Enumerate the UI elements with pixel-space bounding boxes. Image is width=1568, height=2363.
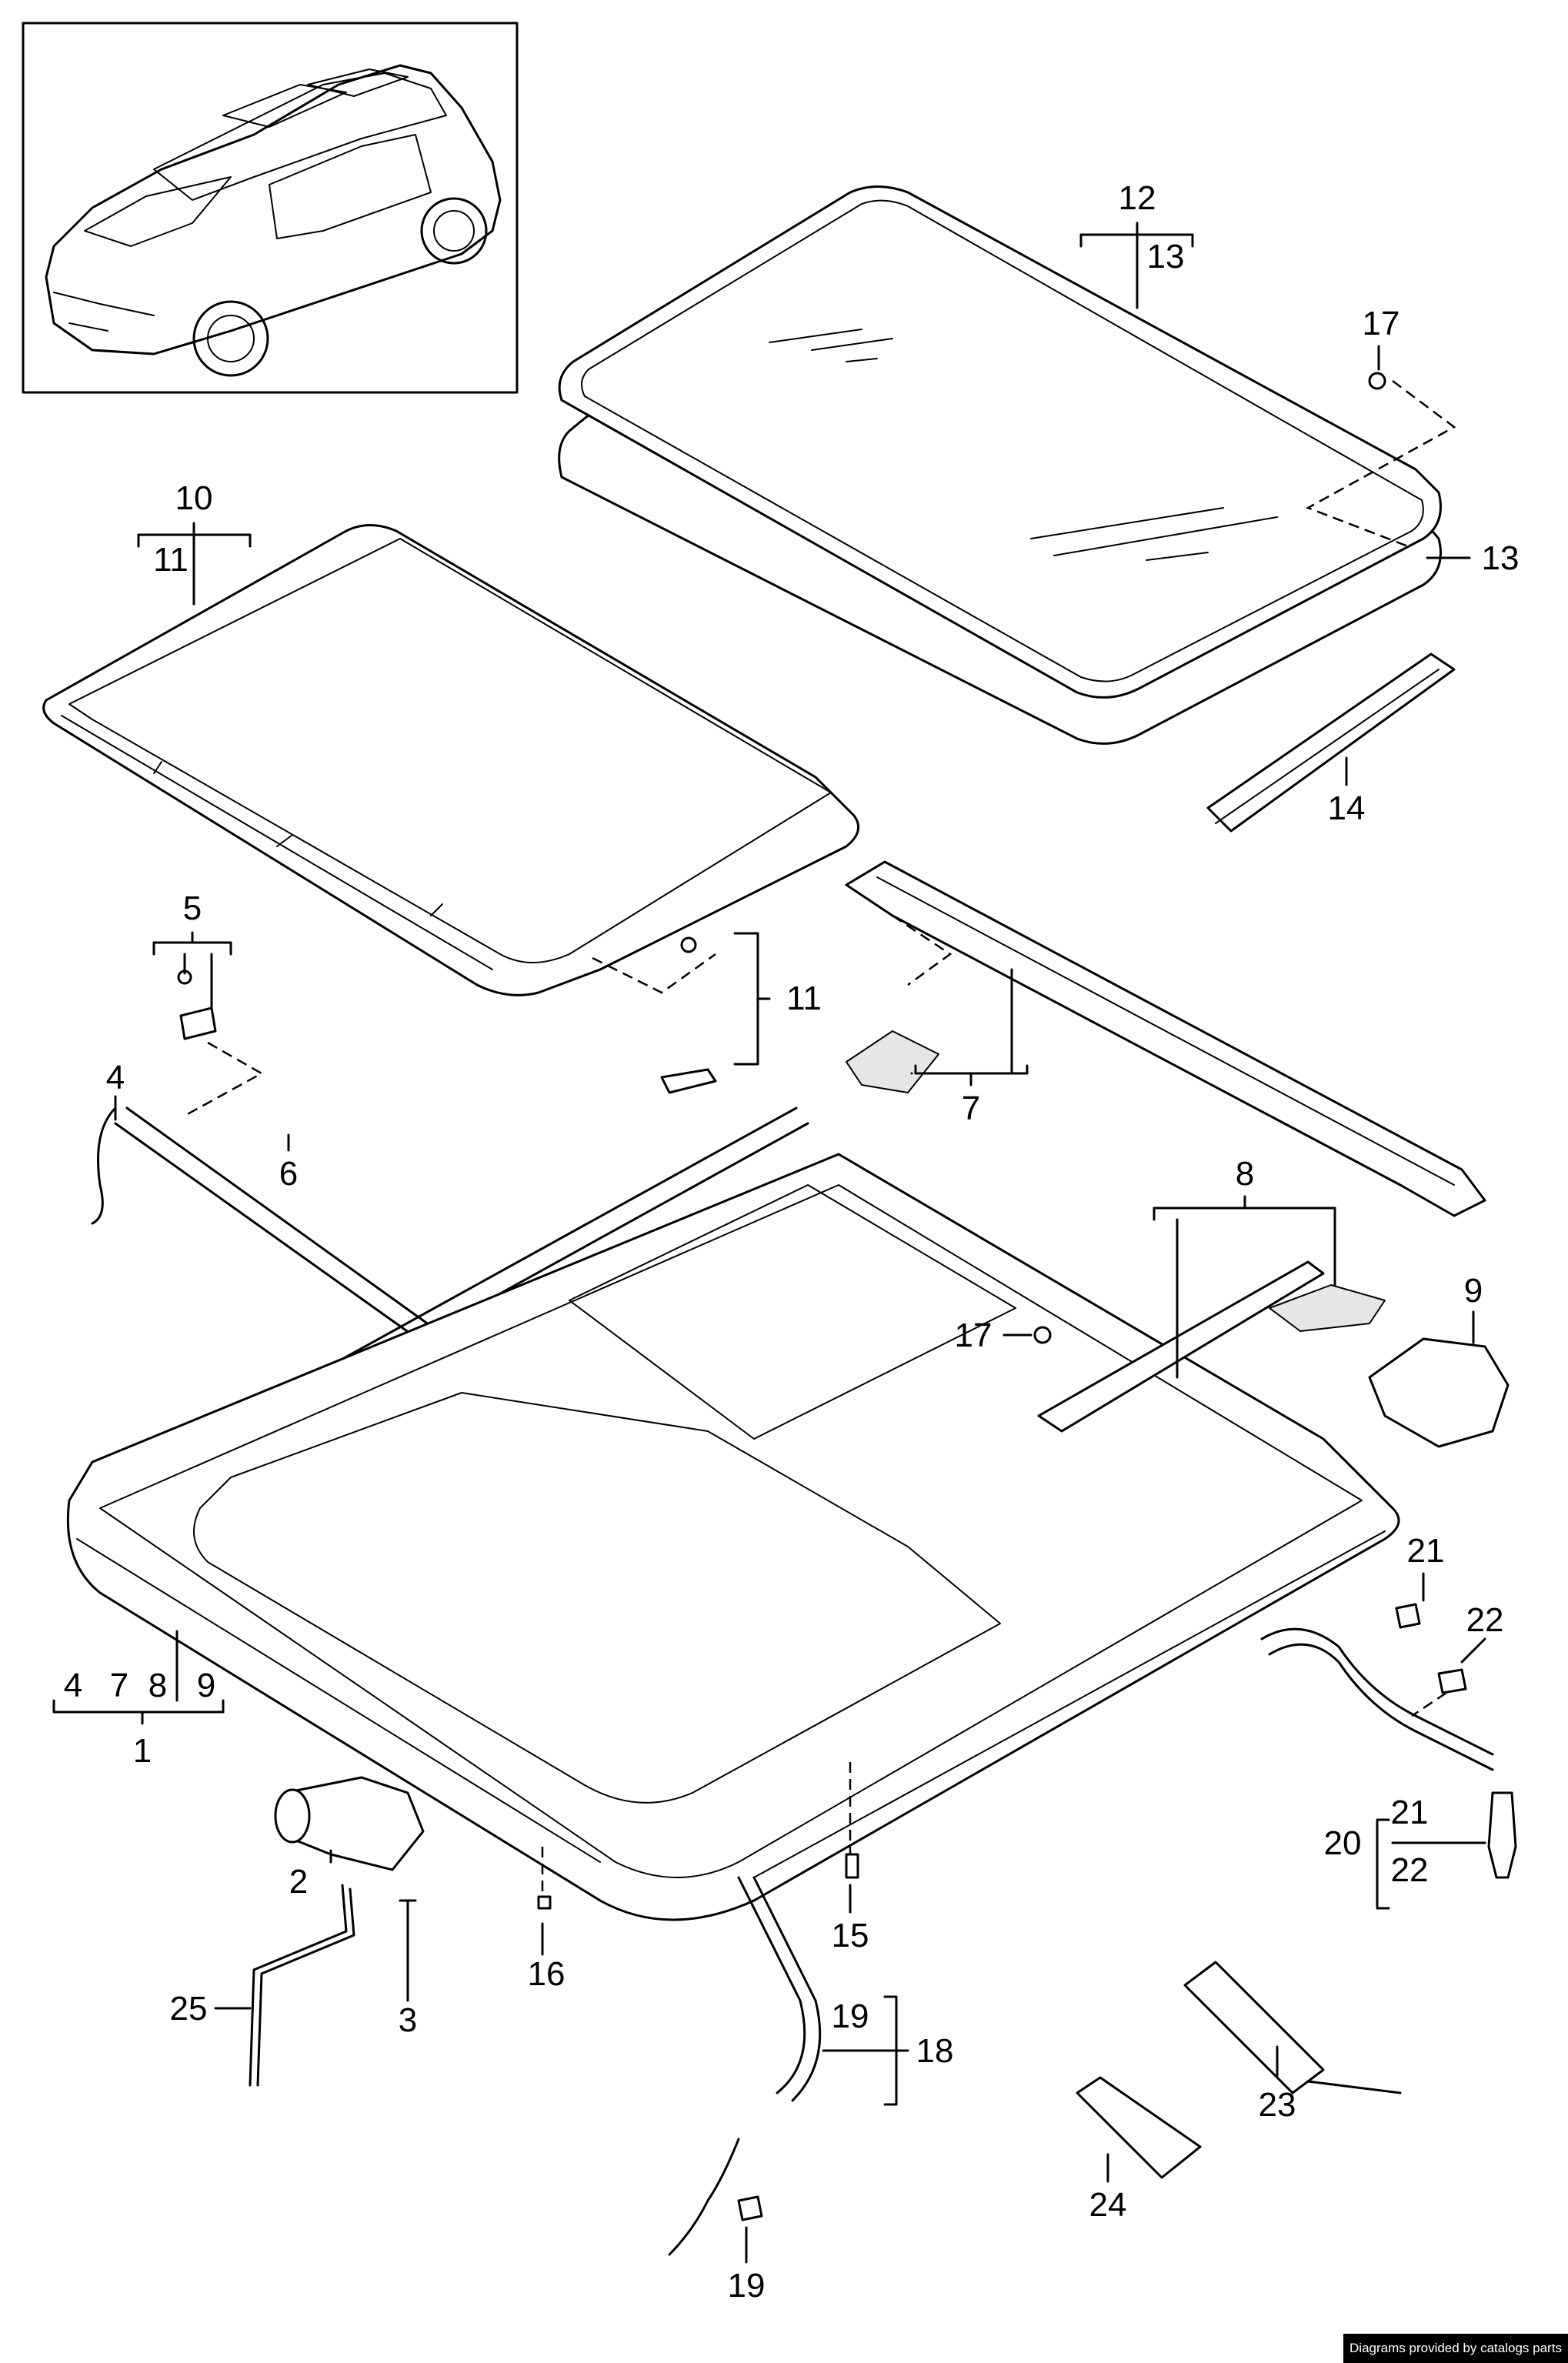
drive-bracket: [1368, 1337, 1510, 1448]
callout-19-right: 19: [832, 1998, 869, 2035]
callout-9-bracket: 9: [197, 1667, 215, 1704]
callout-10: 10: [175, 479, 213, 517]
callout-8: 8: [1236, 1155, 1254, 1193]
callout-7: 7: [962, 1090, 980, 1127]
callout-4-bracket: 4: [64, 1667, 82, 1704]
callout-23: 23: [1259, 2086, 1296, 2124]
vehicle-thumbnail: [22, 22, 519, 394]
callout-24: 24: [1089, 2186, 1127, 2224]
callout-17-middle: 17: [955, 1317, 993, 1354]
bolt: [399, 1899, 417, 1956]
callout-18: 18: [916, 2032, 954, 2070]
callout-15: 15: [832, 1917, 869, 1954]
leader-lines: [52, 222, 1486, 2264]
callout-20: 20: [1324, 1824, 1362, 1862]
callout-5: 5: [183, 889, 202, 927]
fasteners: [177, 372, 1467, 2221]
main-frame: [66, 1153, 1400, 1921]
callout-16: 16: [528, 1955, 565, 1993]
callout-21-bracket: 21: [1391, 1794, 1429, 1831]
callout-17-top: 17: [1363, 305, 1400, 342]
callout-6: 6: [279, 1155, 298, 1193]
callout-13-right: 13: [1482, 539, 1520, 577]
drain-hose-rear: [1260, 1627, 1517, 1879]
callout-11-top: 11: [153, 541, 188, 579]
motor: [274, 1776, 425, 1871]
callout-22-bracket: 22: [1391, 1851, 1429, 1889]
crank-handle: [249, 1884, 355, 2087]
callout-25: 25: [170, 1990, 208, 2028]
sealant-cartridge: [1183, 1961, 1402, 2094]
adhesive-tube: [1076, 2076, 1202, 2179]
credit-badge: Diagrams provided by catalogs parts: [1343, 2334, 1568, 2363]
callout-9-right: 9: [1464, 1272, 1483, 1310]
callout-3: 3: [399, 2001, 417, 2039]
callout-12: 12: [1119, 179, 1156, 217]
callout-labels: 12 13 17 13 14 10 11 11 5 4 6 7 8 17 9 4…: [64, 179, 1520, 2305]
drain-hose-front: [668, 1876, 822, 2256]
sunshade-panel: [42, 524, 860, 996]
callout-22-top: 22: [1466, 1601, 1504, 1639]
glass-panel: [558, 185, 1442, 745]
cross-bar: [845, 860, 1486, 1217]
callout-11-right: 11: [786, 980, 822, 1017]
callout-4-top: 4: [106, 1059, 125, 1096]
callout-14: 14: [1328, 789, 1366, 827]
callout-7-bracket: 7: [110, 1667, 128, 1704]
callout-1: 1: [133, 1732, 152, 1770]
callout-8-bracket: 8: [148, 1667, 167, 1704]
callout-13-top: 13: [1147, 238, 1185, 275]
callout-19-bottom: 19: [728, 2267, 766, 2305]
callout-2: 2: [289, 1863, 308, 1901]
edge-seal: [1206, 652, 1456, 833]
callout-21-top: 21: [1407, 1532, 1445, 1570]
guide-rail: [1037, 1260, 1386, 1433]
